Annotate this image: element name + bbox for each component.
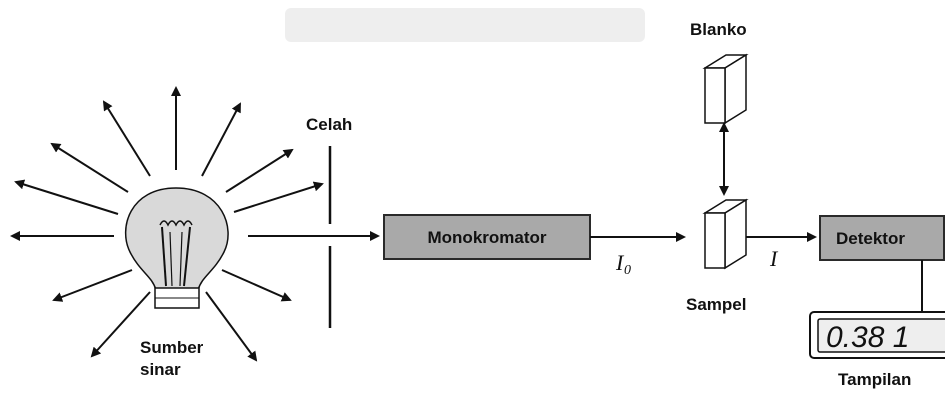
blank-label: Blanko: [690, 20, 747, 39]
i0-subscript: 0: [624, 263, 631, 278]
light-ray-arrow: [221, 269, 292, 302]
monochromator-box: Monokromator: [383, 214, 591, 260]
cuvette-icon: [702, 53, 749, 125]
light-rays: [10, 86, 324, 362]
monochromator-label: Monokromator: [428, 228, 547, 247]
i-symbol: I: [769, 246, 779, 271]
source-label: Sumber: [140, 338, 204, 357]
source-label-2: sinar: [140, 360, 181, 379]
light-bulb-icon: [124, 187, 229, 309]
watermark: [285, 8, 645, 42]
i0-symbol: I: [615, 250, 625, 275]
light-ray-arrow: [201, 102, 241, 177]
light-ray-arrow: [225, 148, 294, 193]
light-ray-arrow: [102, 100, 151, 177]
display-panel: 0.38 1: [809, 311, 945, 359]
sample-label: Sampel: [686, 295, 746, 314]
detector-box: Detektor: [819, 215, 945, 261]
light-ray-arrow: [52, 269, 133, 302]
display-reading: 0.38 1: [826, 321, 909, 354]
light-ray-arrow: [14, 179, 119, 215]
cuvette-icon: [702, 198, 749, 270]
light-ray-arrow: [233, 181, 324, 213]
detector-label: Detektor: [836, 229, 905, 248]
light-ray-arrow: [50, 142, 129, 193]
light-ray-arrow: [205, 291, 258, 362]
light-ray-arrow: [90, 291, 151, 358]
slit-label: Celah: [306, 115, 352, 134]
display-label: Tampilan: [838, 370, 911, 389]
